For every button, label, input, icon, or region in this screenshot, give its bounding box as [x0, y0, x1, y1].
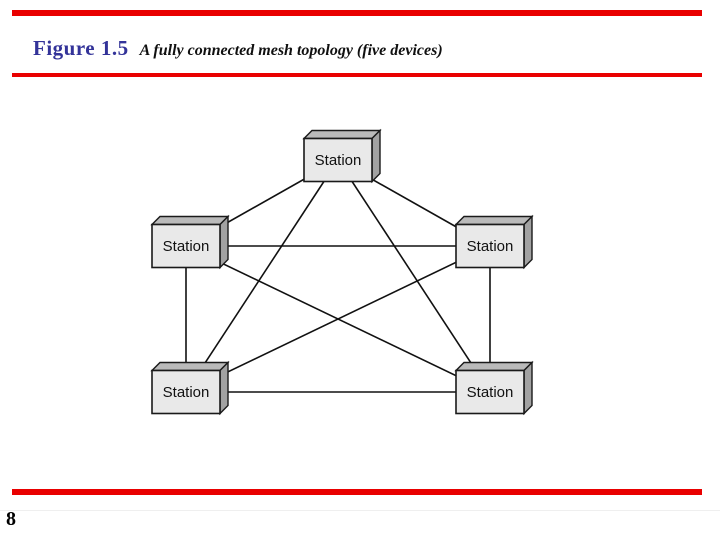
figure-label: Figure 1.5	[33, 36, 129, 60]
figure-title: A fully connected mesh topology (five de…	[139, 42, 443, 59]
page-number: 8	[6, 508, 16, 530]
station-node-bottom-right: Station	[454, 360, 534, 416]
station-box-side-face	[219, 214, 229, 270]
link-top-bottom-left	[185, 159, 339, 393]
station-label: Station	[163, 238, 210, 255]
station-box-top-face	[302, 129, 382, 140]
station-box-top-face	[454, 361, 534, 372]
station-node-right: Station	[454, 214, 534, 270]
link-top-bottom-right	[337, 159, 491, 393]
station-label: Station	[163, 384, 210, 401]
station-box-front-face	[151, 223, 221, 269]
bottom-accent-rule	[12, 489, 702, 495]
station-box-side-face	[219, 360, 229, 416]
station-box-front-face	[151, 369, 221, 415]
station-box-side-face	[523, 214, 533, 270]
station-box-top-face	[454, 215, 534, 226]
station-box-side-face	[523, 360, 533, 416]
station-node-top: Station	[302, 128, 382, 184]
link-right-bottom-left	[185, 245, 491, 393]
station-label: Station	[315, 152, 362, 169]
station-label: Station	[467, 384, 514, 401]
station-node-bottom-left: Station	[150, 360, 230, 416]
station-node-left: Station	[150, 214, 230, 270]
caption-underline-rule	[12, 73, 702, 77]
figure-caption: Figure 1.5 A fully connected mesh topolo…	[33, 36, 443, 61]
top-accent-rule	[12, 10, 702, 16]
station-box-top-face	[150, 361, 230, 372]
station-box-front-face	[455, 223, 525, 269]
footer-divider	[0, 510, 720, 511]
station-box-top-face	[150, 215, 230, 226]
station-box-front-face	[303, 137, 373, 183]
station-box-side-face	[371, 128, 381, 184]
station-box-front-face	[455, 369, 525, 415]
station-label: Station	[467, 238, 514, 255]
